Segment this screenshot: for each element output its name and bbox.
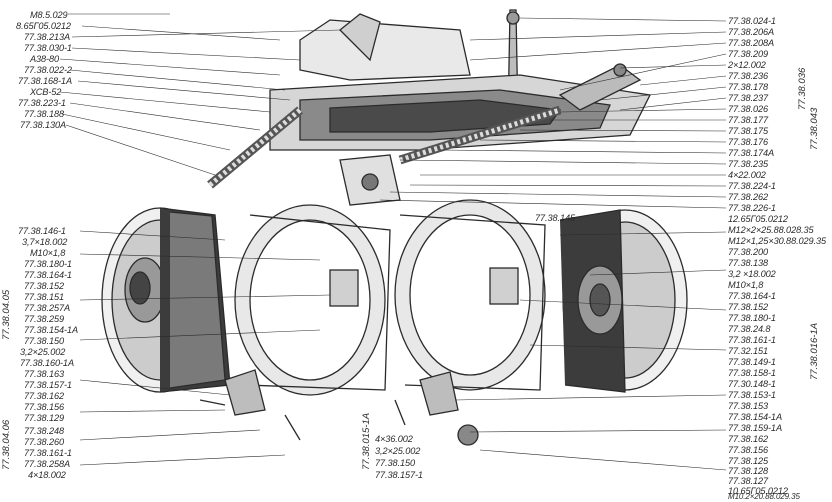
part-label: А38-80 [30,54,60,64]
part-label: 77.38.174А [728,148,775,158]
part-label: 77.38.163 [24,369,64,379]
part-label: 77.38.178 [728,82,768,92]
part-label: М10×1,8 [728,280,764,290]
part-label: 77.38.161-1 [24,448,72,458]
part-label: 77.38.236 [728,71,768,81]
part-label: 8.65Г05.0212 [16,21,71,31]
part-label: 77.38.026 [728,104,768,114]
part-label: 77.38.176 [728,137,768,147]
part-label: 3,2 ×18.002 [728,269,776,279]
part-label: 77.38.130А [20,120,67,130]
part-label: 3,2×25.002 [20,347,66,357]
part-label: 77.38.161-1 [728,335,776,345]
part-label: 77.38.156 [728,445,768,455]
part-label: 77.38.138 [728,258,768,268]
part-label: 77.38.145 [535,213,575,223]
part-label: 77.38.164-1 [24,270,72,280]
part-label: 4×22.002 [728,170,766,180]
part-label: 77.38.258А [24,459,71,469]
part-label: 77.38.188 [24,109,64,119]
part-label: 77.38.260 [24,437,64,447]
part-label: 77.38.226-1 [728,203,776,213]
part-label: 77.38.24.8 [728,324,771,334]
part-label: 77.38.150 [24,336,64,346]
part-label: М12×2×25.88.028.35 [728,225,814,235]
part-label: 77.38.208А [728,38,775,48]
part-label: 77.38.235 [728,159,768,169]
part-label: 77.38.024-1 [728,16,776,26]
part-label: 77.38.157-1 [375,470,423,480]
part-label: 12.65Г05.0212 [728,214,788,224]
part-label: M8.5.029 [30,10,68,20]
part-label: 77.32.151 [728,346,768,356]
part-label: 77.38.159-1А [728,423,782,433]
part-label: 77.38.177 [728,115,768,125]
part-label: 77.38.022-2 [24,65,72,75]
part-label: 77.38.146-1 [18,226,66,236]
part-label: 77.38.168-1А [18,76,72,86]
part-label: 77.38.262 [728,192,768,202]
part-label: 77.38.158-1 [728,368,776,378]
part-label: 3,2×25.002 [375,446,421,456]
group-label: 77.38.04.05 [1,289,12,340]
part-label: 77.38.180-1 [728,313,776,323]
part-label: 77.38.153-1 [728,390,776,400]
part-label: 2×12.002 [728,60,766,70]
part-label: 77.38.152 [24,281,64,291]
part-label: 77.38.180-1 [24,259,72,269]
part-label: 77.38.128 [728,466,768,476]
part-label: 77.38.257А [24,303,71,313]
part-label: 4×36.002 [375,434,413,444]
part-label: 4×18.002 [28,470,66,480]
part-label: 77.38.259 [24,314,64,324]
part-label: 77.38.213А [24,32,71,42]
part-label: 77.30.148-1 [728,379,776,389]
part-label: 77.38.125 [728,456,768,466]
part-label: М10.2×20.88.029.35 [728,492,800,501]
group-label: 77.38.016-1А [809,322,820,380]
group-label: 77.38.015-1А [361,412,372,470]
part-label: 77.38.154-1А [728,412,782,422]
part-label: 77.38.175 [728,126,768,136]
part-label: 77.38.030-1 [24,43,72,53]
part-label: 77.38.224-1 [728,181,776,191]
part-label: 10.65Г05.0212 [728,486,788,496]
part-label: 77.38.151 [24,292,64,302]
part-label: 77.38.156 [24,402,64,412]
part-label: М10×1,8 [30,248,66,258]
part-label: 77.38.153 [728,401,768,411]
part-label: 77.38.160-1А [20,358,74,368]
part-label: М12×1,25×30.88.029.35 [728,236,827,246]
part-label: 77.38.162 [728,434,768,444]
part-label: 77.38.129 [24,413,64,423]
part-label: 77.38.127 [728,476,768,486]
part-label: 77.38.157-1 [24,380,72,390]
part-label: 77.38.248 [24,426,64,436]
part-label: 3,7×18.002 [22,237,68,247]
part-label: 77.38.164-1 [728,291,776,301]
part-label: 77.38.223-1 [18,98,66,108]
group-label: 77.38.043 [809,107,820,150]
part-label: ХСВ-52 [30,87,62,97]
part-label: 77.38.149-1 [728,357,776,367]
part-label: 77.38.154-1А [24,325,78,335]
group-label: 77.38.04.06 [1,419,12,470]
part-label: 77.38.200 [728,247,768,257]
part-label: 77.38.162 [24,391,64,401]
part-label: 77.38.237 [728,93,768,103]
part-label: 77.38.152 [728,302,768,312]
part-label: 77.38.206А [728,27,775,37]
group-label: 77.38.036 [797,67,808,110]
part-label: 77.38.209 [728,49,768,59]
part-label: 77.38.150 [375,458,415,468]
